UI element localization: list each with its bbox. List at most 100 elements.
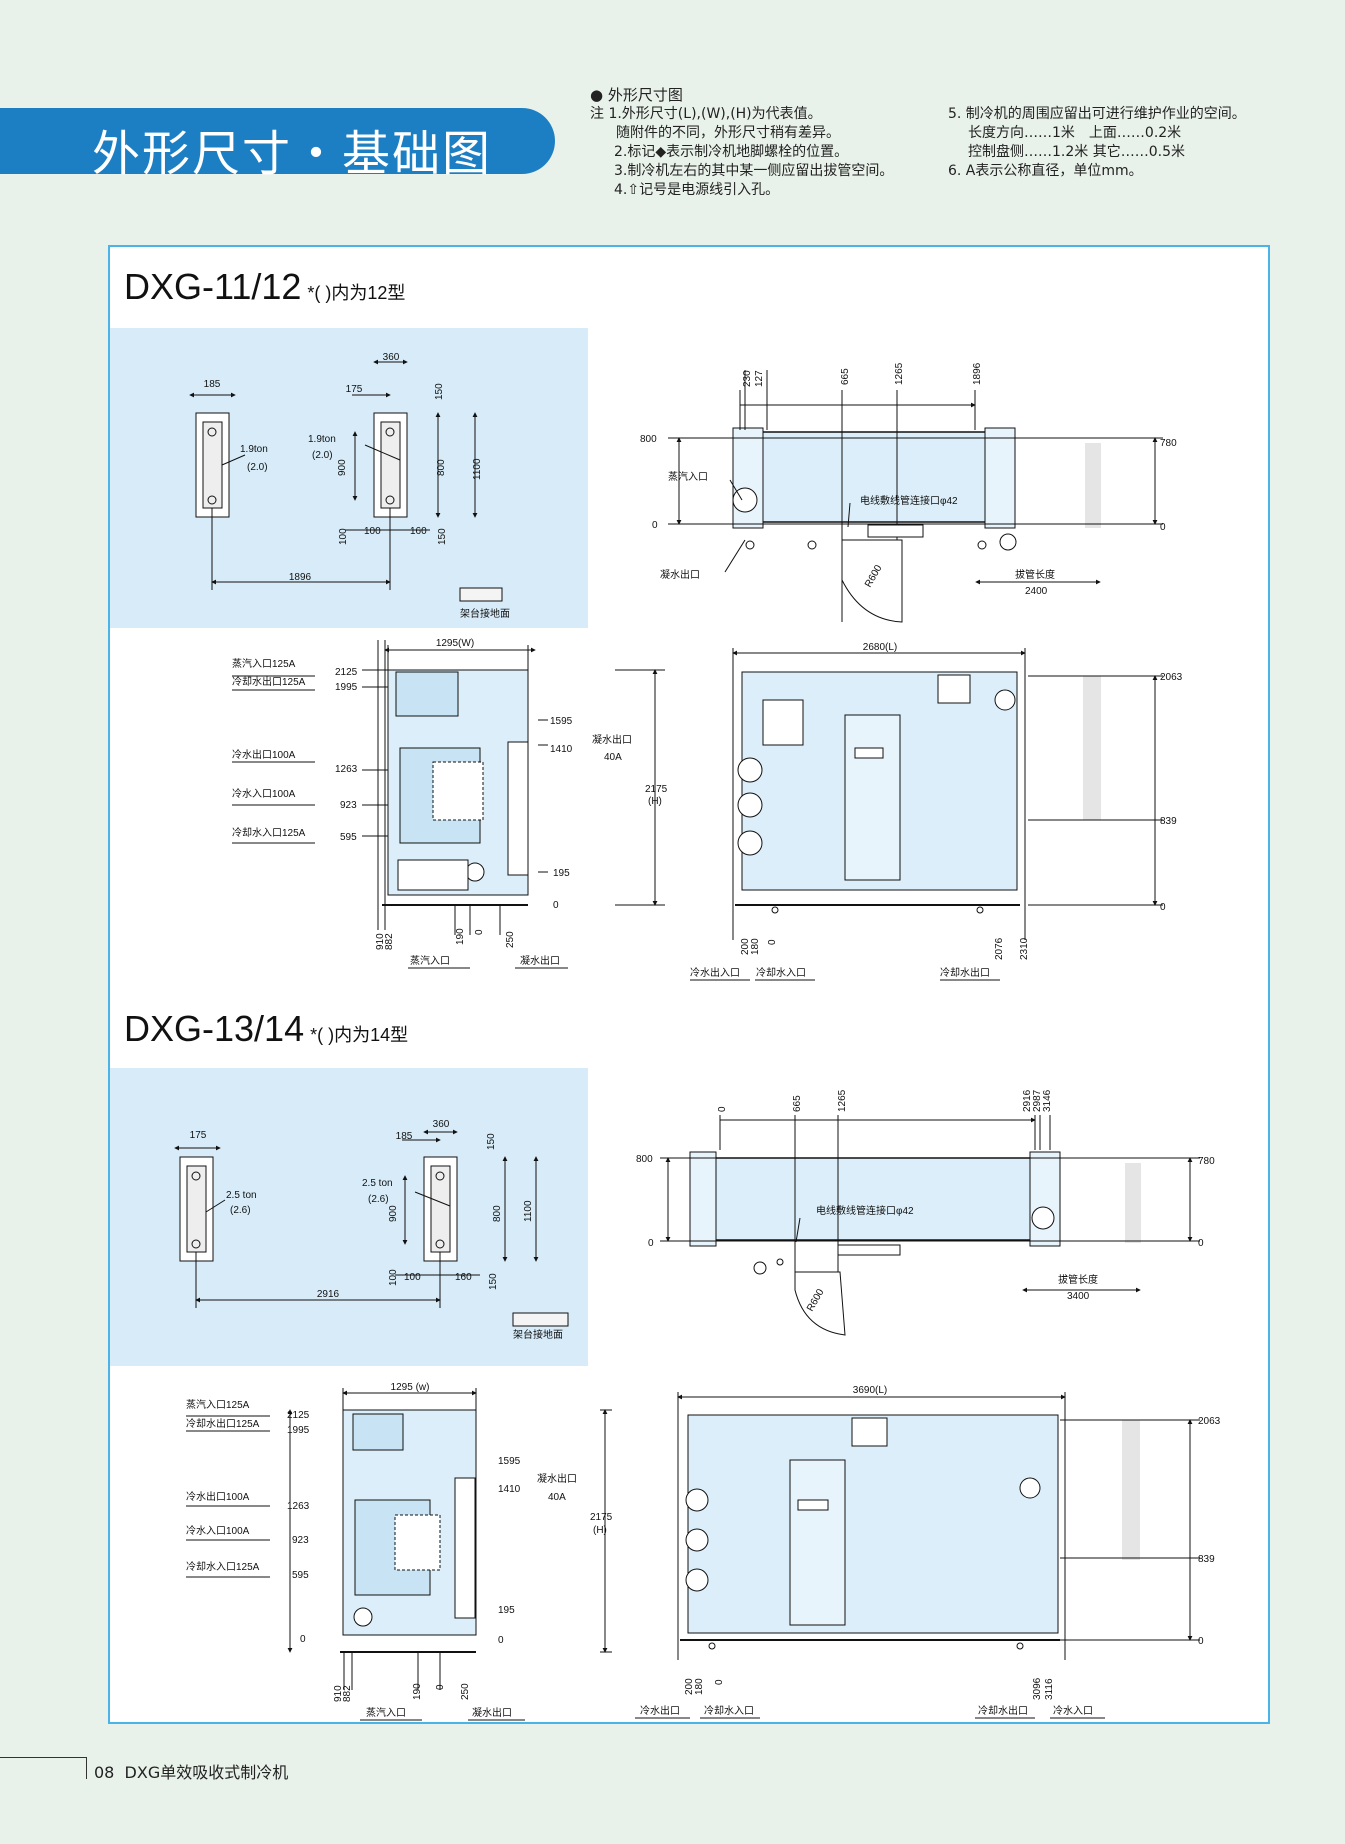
foundation-plan-1-labels: 185 360 175 150 900 800 1100 100 100 160…: [204, 352, 510, 620]
dim-label: 665: [840, 368, 851, 385]
callout-label: 电线敷线管连接口φ42: [816, 1204, 914, 1217]
note-line: 控制盘侧……1.2米 其它……0.5米: [968, 144, 1185, 160]
dim-label: 40A: [548, 1492, 566, 1503]
dim-label: 195: [498, 1605, 515, 1616]
callout-label: 蒸汽入口125A: [186, 1398, 250, 1411]
dim-label: 900: [388, 1205, 399, 1222]
dim-label: 195: [553, 868, 570, 879]
title-bar: [0, 108, 555, 174]
dim-label: 3146: [1042, 1089, 1053, 1112]
callout-label: 冷水出口100A: [232, 748, 296, 761]
dim-label: 40A: [604, 752, 622, 763]
dim-label: 2063: [1160, 672, 1183, 683]
note-line: 随附件的不同，外形尺寸稍有差异。: [616, 125, 840, 141]
dim-label: 0: [435, 1684, 446, 1690]
callout-label: 蒸汽入口: [668, 470, 708, 483]
dim-label: 3400: [1067, 1291, 1090, 1302]
dim-label: 1100: [523, 1200, 534, 1222]
dim-label: 665: [792, 1095, 803, 1112]
dim-label: 882: [384, 933, 395, 950]
legend-label: 架台接地面: [513, 1328, 563, 1341]
dim-label: 1265: [894, 362, 905, 385]
dim-label: 1595: [498, 1456, 521, 1467]
foundation-plan-1: [189, 359, 503, 602]
dim-label: 0: [1198, 1238, 1204, 1249]
callout-label: 冷却水入口125A: [232, 826, 306, 839]
note-line: 2.标记◆表示制冷机地脚螺栓的位置。: [614, 144, 849, 160]
weight-label: 2.5 ton: [226, 1190, 257, 1201]
callout-label: 冷却水出口: [978, 1704, 1028, 1717]
dim-label: 0: [1160, 522, 1166, 533]
callout-label: 冷水入口100A: [186, 1524, 250, 1537]
dim-label: 1295(W): [436, 638, 474, 649]
notes-heading: ● 外形尺寸图: [590, 86, 683, 104]
dim-label: 150: [486, 1133, 497, 1150]
callout-label: 凝水出口: [472, 1706, 512, 1719]
note-line: 5. 制冷机的周围应留出可进行维护作业的空间。: [948, 106, 1246, 122]
note-line: 4.⇧记号是电源线引入孔。: [614, 182, 780, 198]
callout-label: 冷水出口100A: [186, 1490, 250, 1503]
callout-label: 凝水出口: [537, 1472, 577, 1485]
dim-label: 0: [498, 1635, 504, 1646]
bullet-icon: ●: [590, 86, 604, 104]
callout-label: 蒸汽入口125A: [232, 657, 296, 670]
dim-label: 0: [717, 1106, 728, 1112]
legend-label: 架台接地面: [460, 607, 510, 620]
dim-label: 900: [337, 459, 348, 476]
dim-label: 180: [694, 1678, 705, 1695]
dim-label: (H): [648, 796, 662, 807]
dim-label: 2987: [1032, 1089, 1043, 1112]
top-view-2: [660, 1115, 1200, 1336]
foundation-panel-1: [110, 328, 588, 628]
dim-label: 1896: [289, 572, 312, 583]
weight-label: 1.9ton: [240, 444, 268, 455]
side-view-2: [186, 1388, 612, 1721]
dim-label: 1410: [550, 744, 573, 755]
weight-label: 2.5 ton: [362, 1178, 393, 1189]
dim-label: 923: [340, 800, 357, 811]
dim-label: 100: [364, 526, 381, 537]
footer: 08 DXG单效吸收式制冷机: [94, 1759, 288, 1783]
callout-label: 蒸汽入口: [366, 1706, 406, 1719]
dim-label: 0: [648, 1238, 654, 1249]
callout-label: 冷却水入口: [704, 1704, 754, 1717]
callout-label: 冷水出口: [640, 1704, 680, 1717]
model-title-2: DXG-13/14*( )内为14型: [124, 1008, 409, 1049]
dim-label: 100: [388, 1269, 399, 1286]
dim-label: 1896: [972, 362, 983, 385]
dim-label: 3096: [1032, 1677, 1043, 1700]
dim-label: (H): [593, 1525, 607, 1536]
front-view-2: [635, 1392, 1200, 1719]
model-title-1: DXG-11/12*( )内为12型: [124, 266, 406, 307]
page-number: 08: [94, 1763, 115, 1782]
callout-label: 凝水出口: [592, 733, 632, 746]
dim-label: 2125: [335, 667, 358, 678]
note-line: 6. A表示公称直径，单位mm。: [948, 163, 1143, 179]
callout-label: 冷却水入口125A: [186, 1560, 260, 1573]
top-view-1-labels: 230 127 665 1265 1896 800 0 780 0 蒸汽入口 凝…: [640, 362, 1177, 597]
dim-label: 2125: [287, 1410, 310, 1421]
dim-label: 780: [1198, 1156, 1215, 1167]
dim-label: 127: [754, 370, 765, 387]
dim-label: 160: [410, 526, 427, 537]
dim-label: 2400: [1025, 586, 1048, 597]
dim-label: 839: [1160, 816, 1177, 827]
dim-label: 1263: [287, 1501, 310, 1512]
top-view-1: [668, 370, 1163, 623]
side-view-2-labels: 1295 (w) 蒸汽入口125A 冷却水出口125A 冷水出口100A 冷水入…: [186, 1382, 613, 1719]
dim-label: 1100: [472, 458, 483, 480]
dim-label: 1263: [335, 764, 358, 775]
dim-label: 780: [1160, 438, 1177, 449]
dim-label: 0: [652, 520, 658, 531]
note-line: 3.制冷机左右的其中某一侧应留出拔管空间。: [614, 163, 894, 179]
notes-left: ● 外形尺寸图 注 1.外形尺寸(L),(W),(H)为代表值。 随附件的不同，…: [590, 86, 893, 200]
dim-label: 3690(L): [853, 1385, 887, 1396]
footer-divider: [86, 1757, 87, 1779]
page-title: 外形尺寸・基础图: [92, 126, 493, 182]
dim-label: 360: [433, 1119, 450, 1130]
dim-label: 0: [714, 1679, 725, 1685]
dim-label: 200: [684, 1678, 695, 1695]
dim-label: 0: [1160, 902, 1166, 913]
dim-label: 175: [346, 384, 363, 395]
